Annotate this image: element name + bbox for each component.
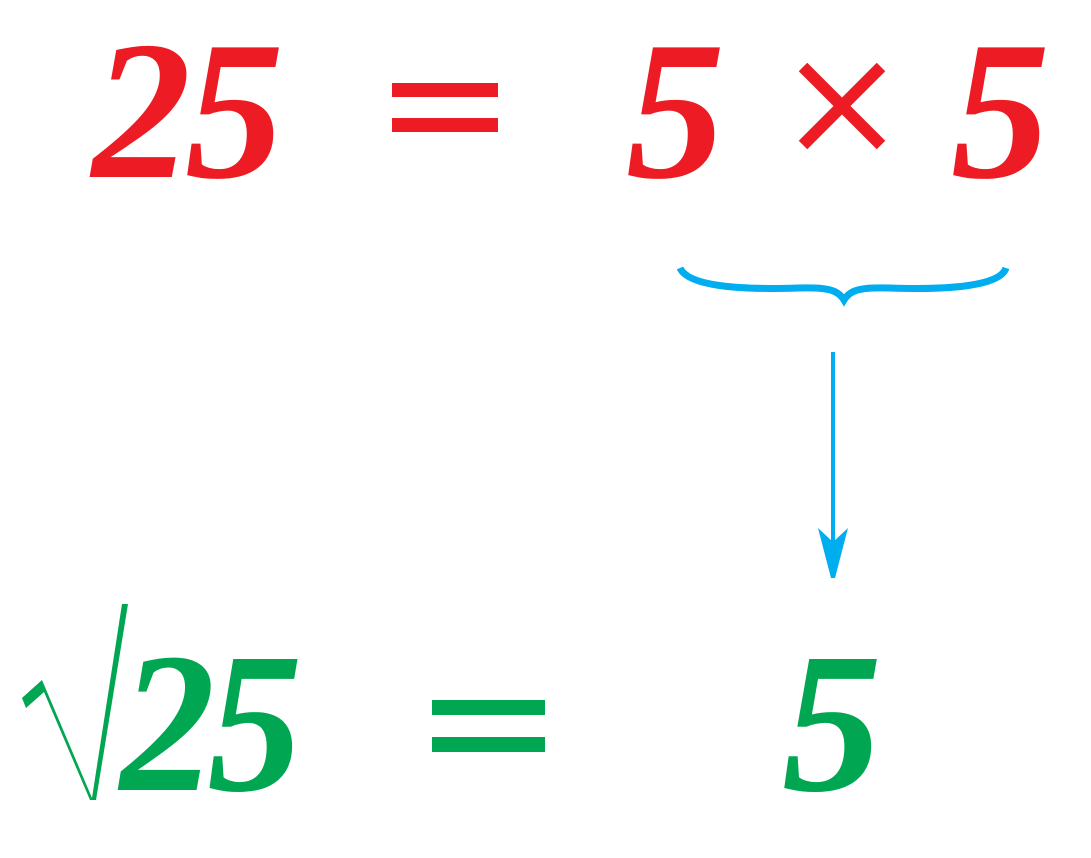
top-factor-5-right: 5 [951, 1, 1050, 220]
times-icon [798, 62, 886, 150]
bottom-radicand-25: 25 [120, 613, 302, 834]
top-equals-sign-lower [392, 118, 498, 132]
top-equals-sign [392, 83, 498, 97]
underbrace-icon [676, 266, 1010, 307]
bottom-equals-sign-lower [432, 737, 545, 752]
bottom-result-5: 5 [782, 613, 882, 834]
bottom-equals-sign [432, 700, 545, 715]
square-root-icon [22, 604, 128, 800]
top-factor-5-left: 5 [626, 1, 725, 220]
top-number-25: 25 [92, 1, 284, 220]
arrow-down-icon [818, 352, 848, 578]
